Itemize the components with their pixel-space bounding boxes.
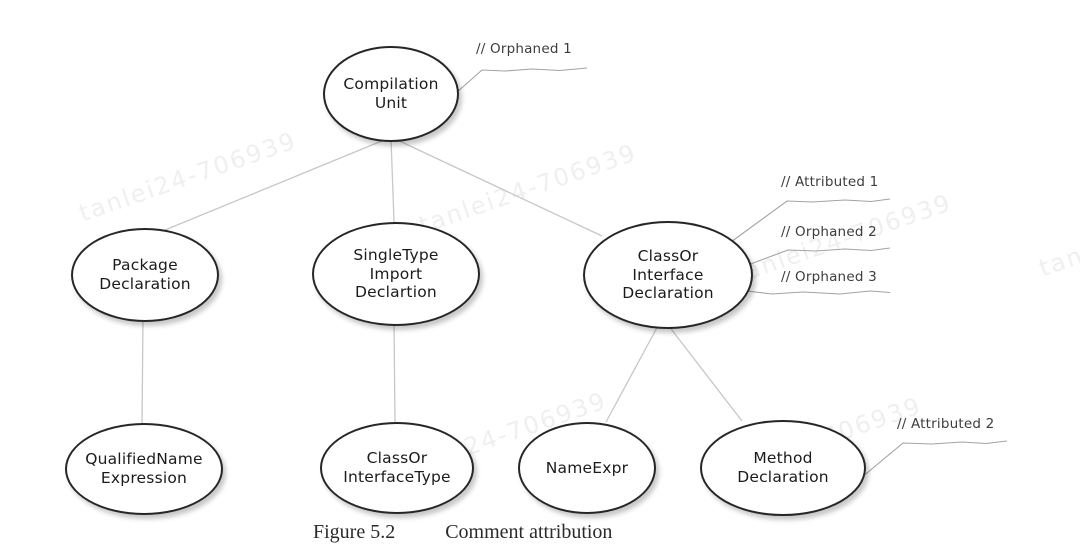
callout-line-orphaned-3 bbox=[746, 290, 891, 295]
annotation-orphaned-1: // Orphaned 1 bbox=[476, 41, 572, 57]
annotation-orphaned-3: // Orphaned 3 bbox=[781, 269, 877, 285]
watermark: tanlei24-706939 bbox=[1035, 181, 1080, 283]
node-method-declaration: Method Declaration bbox=[700, 420, 866, 516]
watermark: tanlei24-706939 bbox=[75, 126, 301, 228]
edge-packagedeclaration-qualifiednameexpression bbox=[141, 317, 144, 424]
node-label: ClassOr Interface Declaration bbox=[622, 246, 714, 303]
node-label: Compilation Unit bbox=[343, 75, 439, 112]
callout-line-attributed-2 bbox=[860, 440, 1008, 479]
node-classor-interface-declaration: ClassOr Interface Declaration bbox=[583, 221, 753, 329]
node-label: Method Declaration bbox=[737, 449, 829, 486]
annotation-attributed-2: // Attributed 2 bbox=[897, 416, 995, 432]
annotation-orphaned-2: // Orphaned 2 bbox=[781, 224, 877, 240]
node-qualifiedname-expression: QualifiedName Expression bbox=[65, 423, 223, 515]
node-label: QualifiedName Expression bbox=[85, 450, 203, 487]
edge-classorinterfacedecl-nameexpr bbox=[605, 323, 660, 423]
edge-classorinterfacedecl-methoddeclaration bbox=[667, 324, 743, 422]
node-nameexpr: NameExpr bbox=[518, 422, 656, 514]
callout-line-orphaned-1 bbox=[455, 67, 588, 94]
figure-caption-label: Figure 5.2 bbox=[313, 521, 396, 543]
figure-caption: Figure 5.2 Comment attribution bbox=[313, 521, 612, 544]
node-label: SingleType Import Declartion bbox=[353, 245, 439, 302]
node-singletype-import-declartion: SingleType Import Declartion bbox=[312, 222, 480, 326]
annotation-attributed-1: // Attributed 1 bbox=[781, 174, 879, 190]
node-label: ClassOr InterfaceType bbox=[343, 449, 451, 486]
node-package-declaration: Package Declaration bbox=[71, 228, 219, 322]
figure-caption-text: Comment attribution bbox=[445, 521, 613, 543]
edge-compilationunit-singletypeimport bbox=[390, 137, 395, 223]
node-label: Package Declaration bbox=[99, 256, 191, 293]
edge-singletypeimport-classorinterfacetype bbox=[393, 321, 396, 423]
node-label: NameExpr bbox=[545, 458, 629, 477]
node-compilation-unit: Compilation Unit bbox=[323, 46, 459, 142]
watermark: tanlei24-706939 bbox=[415, 138, 641, 240]
node-classor-interfacetype: ClassOr InterfaceType bbox=[320, 422, 474, 514]
